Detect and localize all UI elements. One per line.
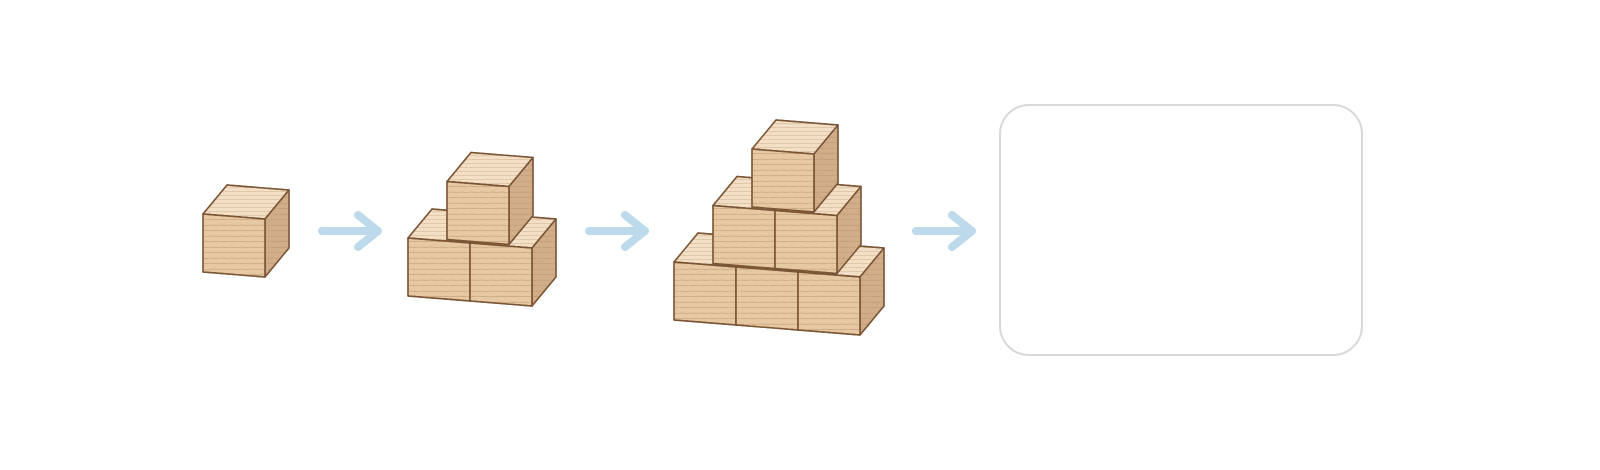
answer-box[interactable] xyxy=(999,104,1363,356)
wooden-cube-icon xyxy=(751,119,839,213)
step-3-group xyxy=(673,119,885,336)
step-2-group xyxy=(407,151,557,307)
step-1-group xyxy=(202,184,290,278)
wooden-cube-icon xyxy=(202,184,290,278)
arrow-right-icon xyxy=(912,211,976,251)
wooden-cube-icon xyxy=(446,151,534,246)
arrow-right-icon xyxy=(585,211,649,251)
arrow-right-icon xyxy=(318,211,382,251)
